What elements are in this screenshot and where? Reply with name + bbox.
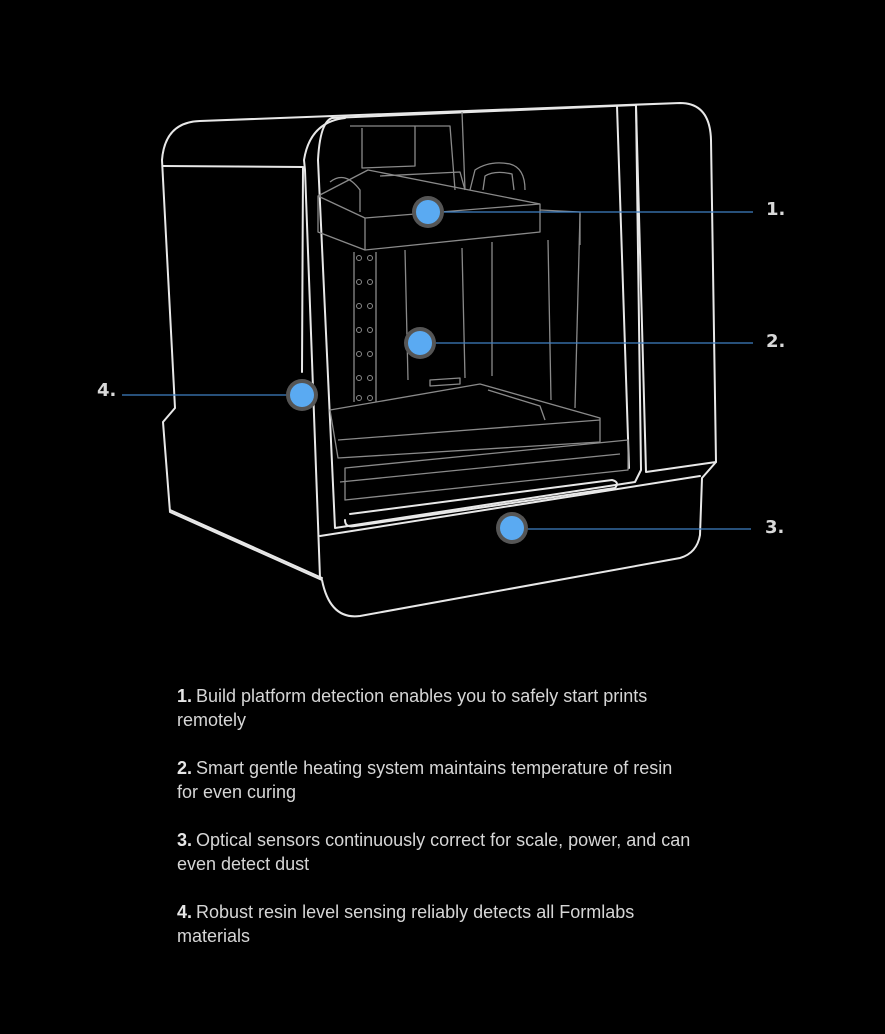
feature-text: Robust resin level sensing reliably dete… — [177, 902, 635, 946]
rail-holes — [356, 255, 373, 401]
feature-number: 1. — [177, 686, 193, 706]
printer-internals — [317, 111, 629, 501]
hotspot-1[interactable] — [412, 196, 444, 228]
feature-text: Smart gentle heating system maintains te… — [177, 758, 673, 802]
hotspot-4[interactable] — [286, 379, 318, 411]
printer-diagram: 1. 2. 3. 4. — [97, 102, 786, 618]
feature-list: 1.Build platform detection enables you t… — [177, 684, 697, 972]
callout-label-1: 1. — [766, 199, 786, 220]
feature-item-1: 1.Build platform detection enables you t… — [177, 684, 697, 732]
feature-text: Optical sensors continuously correct for… — [177, 830, 691, 874]
callout-label-4: 4. — [97, 380, 117, 401]
printer-illustration — [122, 102, 753, 618]
printer-outline — [161, 102, 717, 618]
hotspot-2[interactable] — [404, 327, 436, 359]
callout-label-2: 2. — [766, 331, 786, 352]
callout-label-3: 3. — [765, 517, 785, 538]
feature-item-3: 3.Optical sensors continuously correct f… — [177, 828, 697, 876]
feature-item-2: 2.Smart gentle heating system maintains … — [177, 756, 697, 804]
feature-number: 3. — [177, 830, 193, 850]
feature-item-4: 4.Robust resin level sensing reliably de… — [177, 900, 697, 948]
feature-number: 4. — [177, 902, 193, 922]
feature-number: 2. — [177, 758, 193, 778]
leader-lines — [122, 211, 753, 530]
feature-text: Build platform detection enables you to … — [177, 686, 648, 730]
hotspot-3[interactable] — [496, 512, 528, 544]
